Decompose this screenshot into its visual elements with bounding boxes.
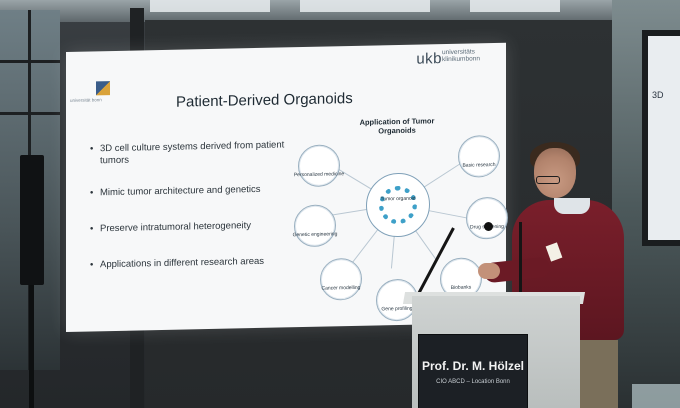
presenter-head (534, 148, 576, 198)
ukb-logo: ukb (416, 50, 442, 68)
university-logo-text: universität bonn (70, 97, 102, 103)
microphone-icon (484, 222, 493, 231)
projection-screen: universität bonn ukb universitäts klinik… (66, 42, 508, 332)
presenter-collar (554, 198, 590, 214)
diagram-title: Application of Tumor Organoids (359, 116, 435, 136)
presenter-hand (478, 263, 500, 279)
node-label: Cancer modelling (321, 284, 361, 292)
side-monitor-text: 3D (652, 90, 664, 100)
bullet-item: Mimic tumor architecture and genetics (100, 183, 290, 199)
nameplate-subtitle: CIO ABCD – Location Bonn (436, 379, 510, 385)
node-label: Genetic engineering (292, 231, 338, 239)
university-logo-icon (96, 81, 110, 96)
nameplate-name: Prof. Dr. M. Hölzel (421, 359, 524, 373)
hub-label: Tumor organoid (380, 195, 416, 203)
side-monitor-screen (648, 36, 680, 240)
ceiling-light (470, 0, 560, 12)
node-drug-screening: Drug screening (466, 196, 508, 240)
bullet-item: 3D cell culture systems derived from pat… (100, 139, 290, 167)
bullet-item: Applications in different research areas (100, 255, 290, 271)
node-label: Personalized medicine (293, 171, 345, 179)
organoid-icon (379, 185, 417, 225)
loudspeaker (20, 155, 44, 285)
tumor-organoid-hub: Tumor organoid (366, 172, 430, 238)
node-label: Biobanks (450, 284, 472, 291)
organoid-application-diagram: Application of Tumor Organoids Tumor org… (292, 115, 508, 322)
ceiling-light (300, 0, 430, 12)
node-genetic-engineering: Genetic engineering (293, 204, 337, 248)
node-basic-research: Basic research (458, 134, 500, 178)
node-cancer-modelling: Cancer modelling (320, 257, 362, 301)
bullet-item: Preserve intratumoral heterogeneity (100, 219, 290, 235)
nameplate: Prof. Dr. M. Hölzel CIO ABCD – Location … (418, 334, 528, 408)
microphone-stem (519, 222, 522, 302)
water-bottles (632, 384, 680, 408)
loudspeaker-stand (29, 285, 34, 408)
slide-title: Patient-Derived Organoids (176, 89, 353, 111)
ceiling-light (150, 0, 270, 12)
glasses-icon (536, 176, 560, 184)
node-personalized-medicine: Personalized medicine (294, 144, 344, 188)
ukb-logo-subtitle: universitäts klinikumbonn (442, 48, 480, 64)
node-label: Basic research (462, 162, 496, 169)
